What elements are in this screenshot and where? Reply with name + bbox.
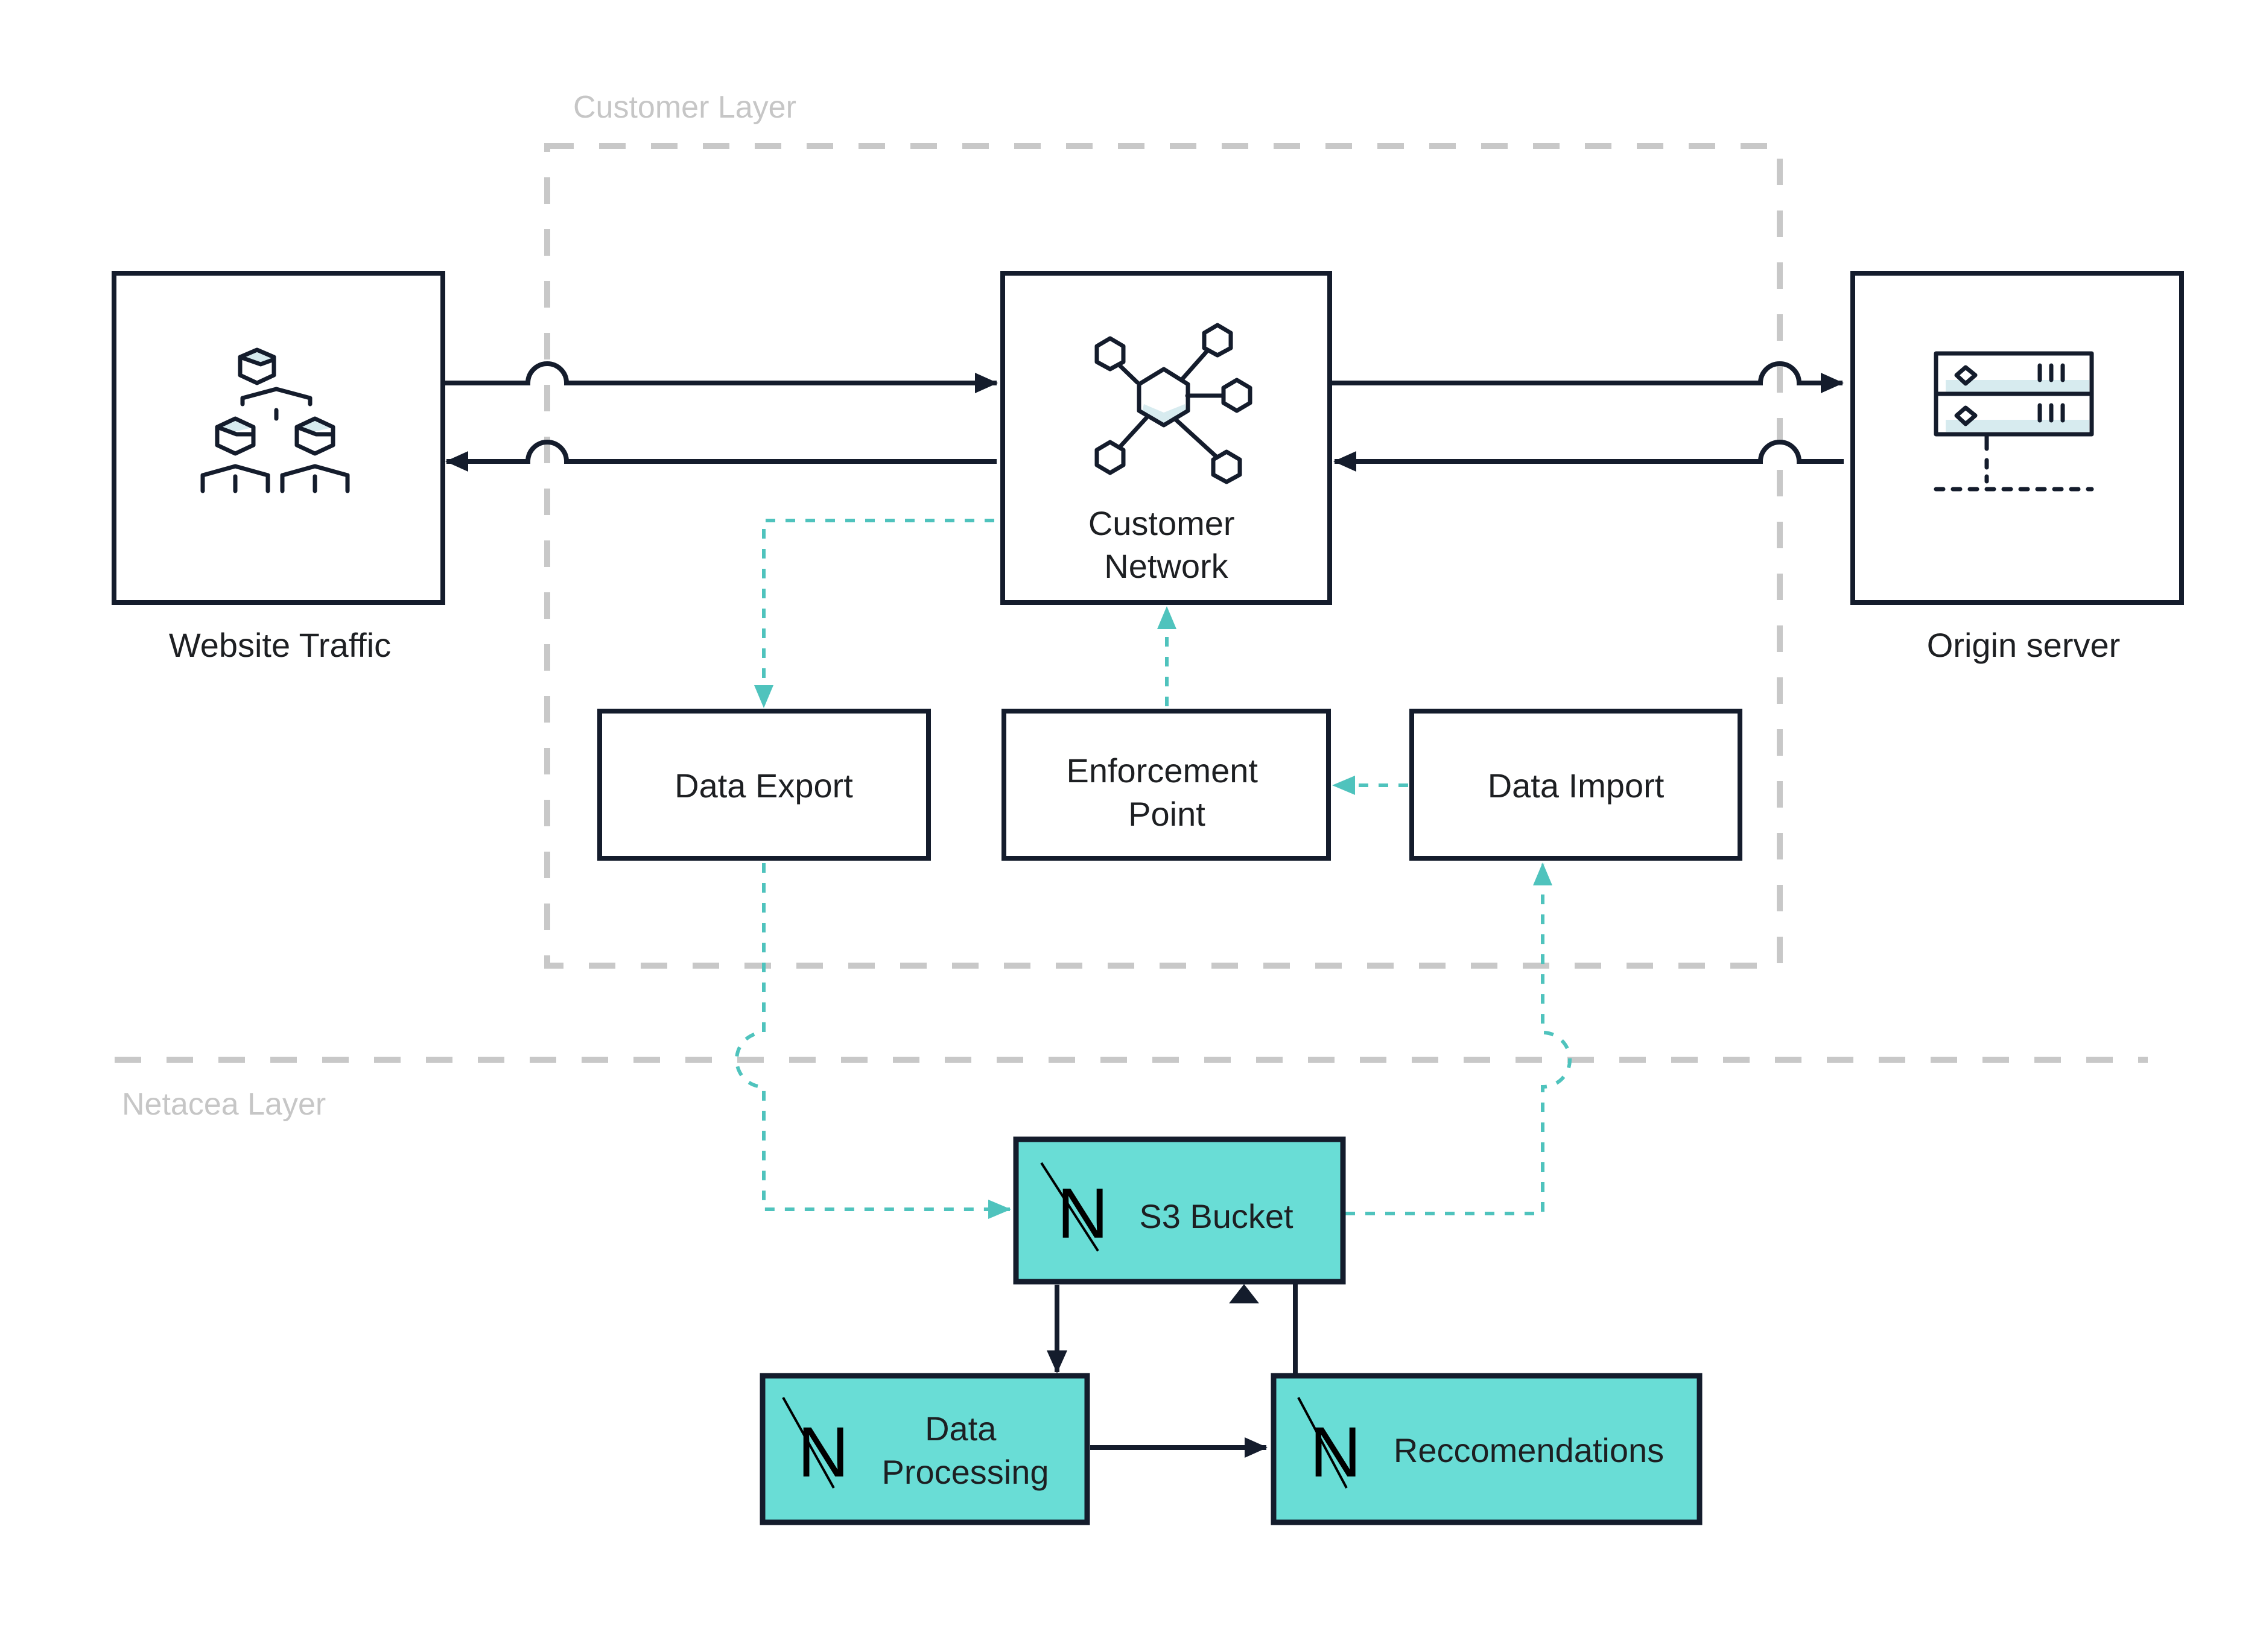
recommendations-box[interactable] <box>1271 1373 1703 1525</box>
node-data-processing[interactable]: N Data Processing <box>760 1373 1090 1525</box>
customer-layer-border <box>544 143 1783 969</box>
customer-network-label-line2: Network <box>1104 547 1228 585</box>
netacea-layer-label: Netacea Layer <box>122 1087 326 1122</box>
customer-layer: Customer Layer <box>544 90 1783 969</box>
s3-bucket-box[interactable] <box>1013 1136 1346 1285</box>
customer-network-box[interactable] <box>1000 271 1332 605</box>
data-export-label: Data Export <box>675 767 853 805</box>
website-traffic-label: Website Traffic <box>169 626 391 664</box>
data-import-box[interactable] <box>1409 709 1742 861</box>
data-import-label: Data Import <box>1488 767 1665 805</box>
server-rack-icon <box>1934 351 2094 492</box>
customer-layer-label: Customer Layer <box>573 90 796 125</box>
edge-export-to-s3 <box>735 863 1011 1219</box>
edge-website-to-network <box>445 361 998 393</box>
enforcement-point-label: Enforcement Point <box>1066 752 1267 833</box>
netacea-logo-icon: N <box>1040 1162 1108 1253</box>
traffic-flows <box>445 361 1844 472</box>
netacea-logo-icon: N <box>1297 1397 1361 1492</box>
node-origin-server[interactable]: Origin server <box>1850 271 2184 664</box>
data-flows <box>735 519 1572 1219</box>
enforcement-point-label-line1: Enforcement <box>1066 752 1258 790</box>
netacea-flows <box>1047 1284 1298 1458</box>
node-enforcement-point[interactable]: Enforcement Point <box>1001 709 1331 861</box>
svg-text:N: N <box>1310 1413 1361 1492</box>
customer-network-label: Customer Network <box>1088 504 1244 585</box>
data-processing-label-line2: Processing <box>881 1453 1049 1491</box>
node-customer-network[interactable]: Customer Network <box>1000 271 1332 605</box>
enforcement-point-box[interactable] <box>1001 709 1331 861</box>
s3-bucket-label: S3 Bucket <box>1139 1197 1293 1235</box>
edge-s3-to-import <box>1345 862 1572 1215</box>
customer-network-label-line1: Customer <box>1088 504 1235 542</box>
users-hierarchy-icon <box>200 347 350 493</box>
data-processing-box[interactable] <box>760 1373 1090 1525</box>
website-traffic-box[interactable] <box>112 271 445 605</box>
edge-origin-to-network <box>1333 440 1844 472</box>
network-hub-icon <box>1094 323 1252 484</box>
data-processing-label-line1: Data <box>925 1410 997 1448</box>
data-export-box[interactable] <box>597 709 931 861</box>
svg-text:N: N <box>798 1413 849 1492</box>
netacea-logo-icon: N <box>782 1397 849 1492</box>
data-processing-label: Data Processing <box>881 1410 1049 1491</box>
edge-network-to-export <box>754 519 994 708</box>
recommendations-label: Reccomendations <box>1394 1431 1664 1469</box>
origin-server-box[interactable] <box>1850 271 2184 605</box>
node-website-traffic[interactable]: Website Traffic <box>112 271 445 664</box>
node-data-import[interactable]: Data Import <box>1409 709 1742 861</box>
svg-text:N: N <box>1057 1174 1108 1253</box>
edge-recommendations-to-s3-head <box>1229 1284 1259 1303</box>
origin-server-label: Origin server <box>1927 626 2121 664</box>
enforcement-point-label-line2: Point <box>1128 795 1205 833</box>
edge-network-to-origin <box>1332 361 1844 393</box>
edge-network-to-website <box>445 440 997 472</box>
node-s3-bucket[interactable]: N S3 Bucket <box>1013 1136 1346 1285</box>
node-data-export[interactable]: Data Export <box>597 709 931 861</box>
node-recommendations[interactable]: N Reccomendations <box>1271 1373 1703 1525</box>
netacea-layer: Netacea Layer <box>115 1057 2148 1122</box>
